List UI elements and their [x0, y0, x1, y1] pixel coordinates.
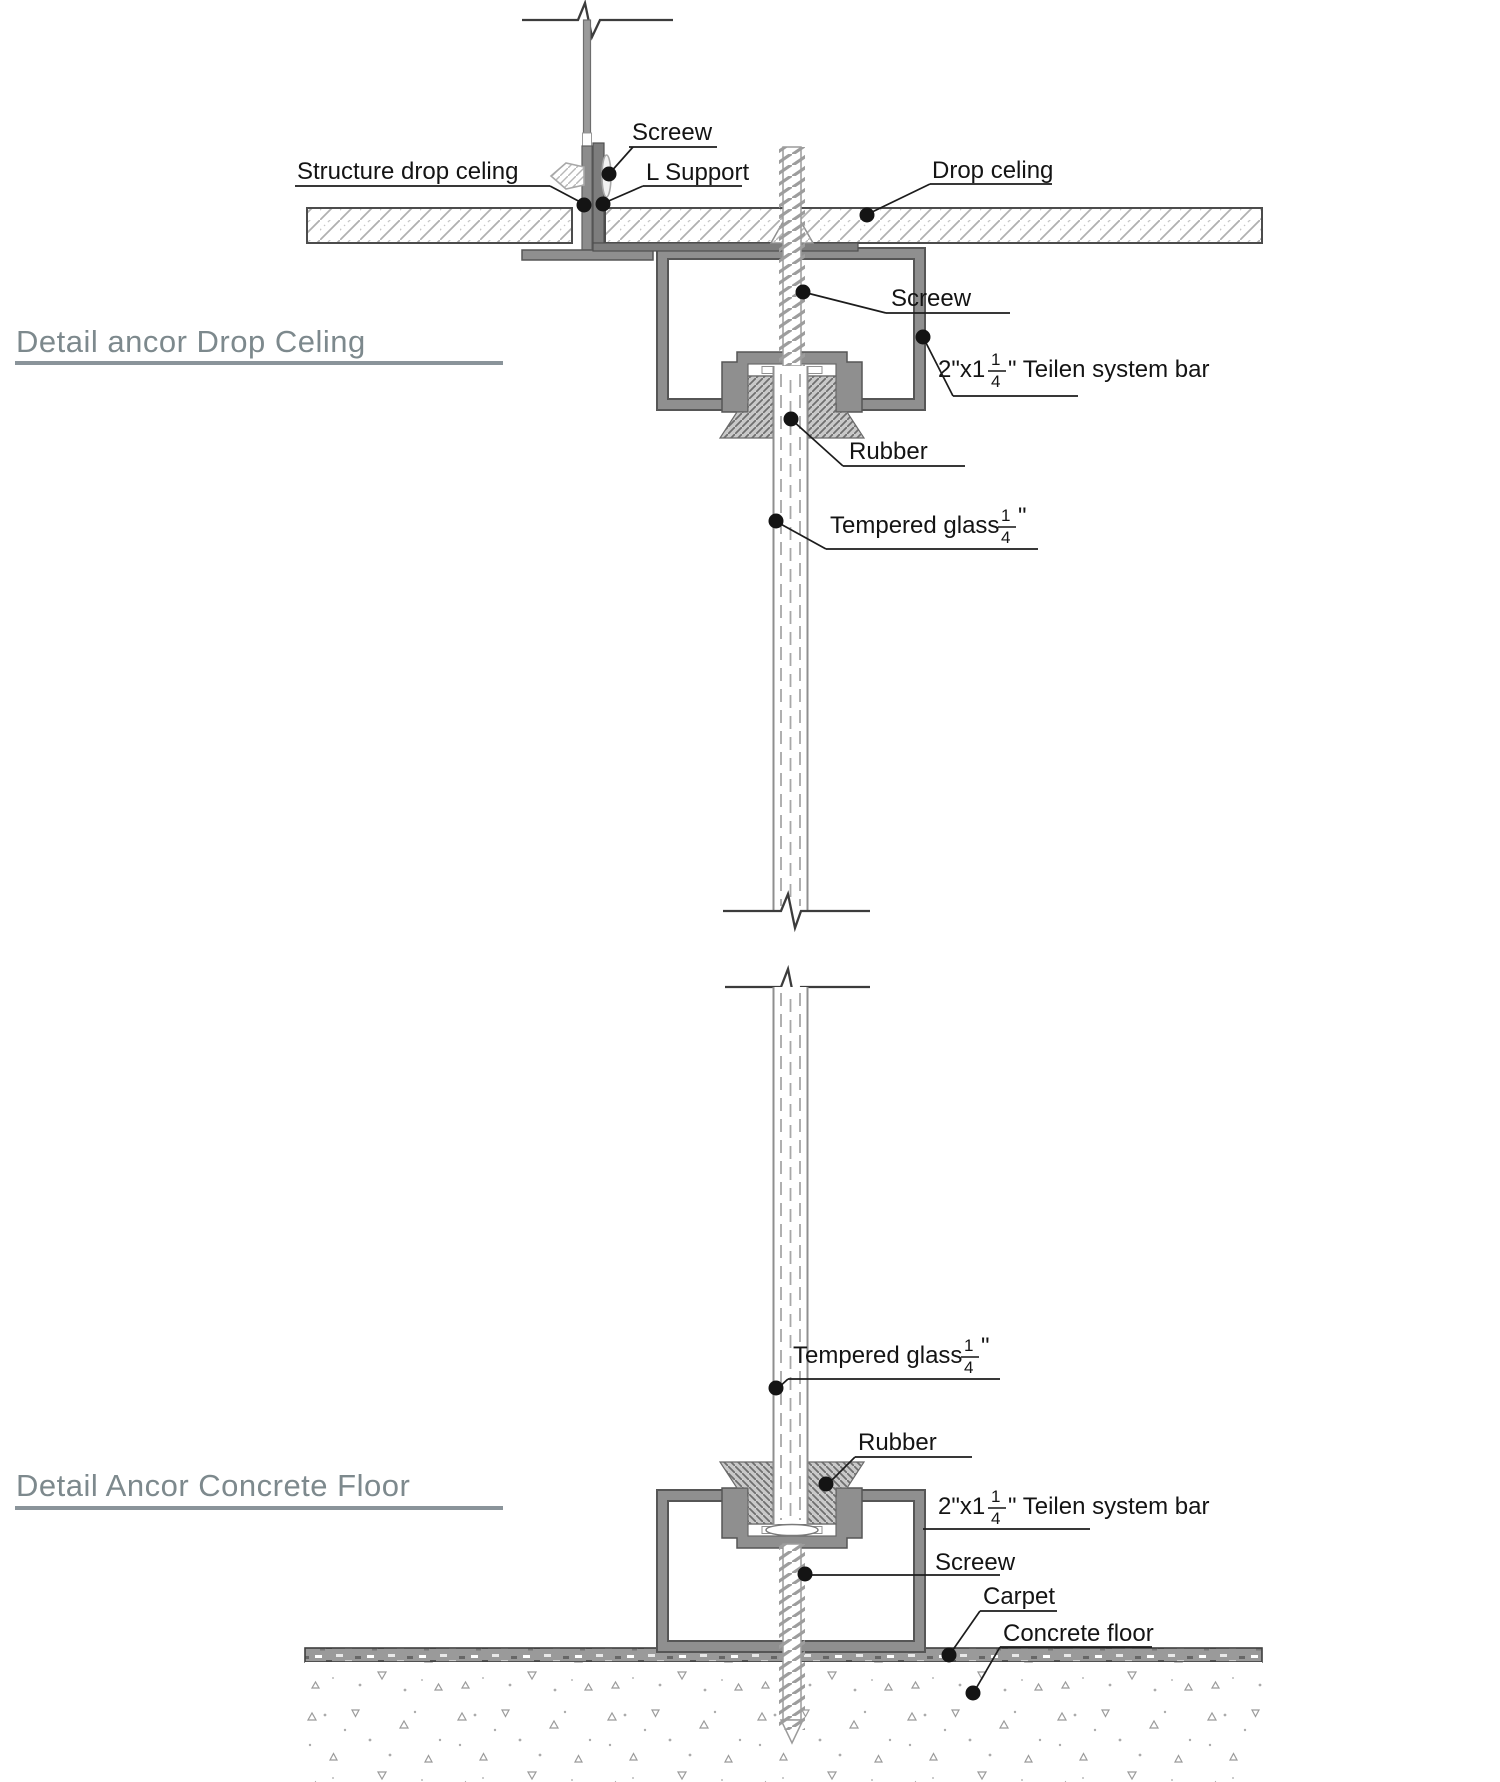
glass-panel-top: [772, 366, 809, 911]
leader-dot: [795, 284, 811, 300]
leader-dot: [818, 1476, 834, 1492]
svg-text:Carpet: Carpet: [983, 1583, 1055, 1610]
svg-text:Screew: Screew: [935, 1549, 1016, 1576]
svg-text:" Teilen system bar: " Teilen system bar: [1008, 1493, 1210, 1520]
svg-text:Rubber: Rubber: [858, 1429, 937, 1456]
glass-panel-bottom: [772, 987, 809, 1524]
break-symbol-glass-bottom: [725, 964, 870, 1009]
svg-text:Structure drop celing: Structure drop celing: [297, 158, 518, 185]
svg-text:1: 1: [991, 1487, 1000, 1506]
drop-ceiling-slab-right: [604, 207, 1263, 244]
screw-threads: [779, 147, 805, 366]
svg-text:": ": [981, 1333, 990, 1360]
side-screw-shank: [549, 162, 585, 190]
label-tempered-glass-top: Tempered glass 1 4 ": [768, 503, 1038, 550]
svg-text:2"x1: 2"x1: [938, 356, 985, 383]
break-symbol-glass-top: [723, 890, 870, 933]
leader-dot: [965, 1685, 981, 1701]
svg-text:": ": [1018, 503, 1027, 530]
svg-text:Drop celing: Drop celing: [932, 157, 1053, 184]
hanger-rod: [582, 19, 592, 134]
svg-text:4: 4: [991, 1509, 1000, 1528]
label-teilen-bar-top: 2"x1 1 4 " Teilen system bar: [915, 329, 1210, 397]
label-teilen-bar-bottom: 2"x1 1 4 " Teilen system bar: [923, 1487, 1210, 1530]
leader-dot: [941, 1647, 957, 1663]
break-symbol-top: [522, 0, 673, 41]
label-rubber-bottom: Rubber: [818, 1429, 972, 1492]
detail-drop-ceiling: Screew Structure drop celing L Support D…: [295, 0, 1263, 933]
svg-text:1: 1: [991, 350, 1000, 369]
label-tempered-glass-bottom: Tempered glass 1 4 ": [768, 1333, 1000, 1396]
leader-dot: [768, 1380, 784, 1396]
leader-dot: [595, 196, 611, 212]
clamp-washer: [765, 1523, 819, 1537]
label-concrete-floor: Concrete floor: [965, 1620, 1154, 1701]
drop-ceiling-slab-left: [306, 207, 573, 244]
label-screw-bar-top: Screew: [795, 284, 1010, 314]
ceiling-screw: [769, 146, 815, 367]
leader-dot: [576, 197, 592, 213]
label-structure-drop-ceiling: Structure drop celing: [295, 158, 592, 213]
l-support-plate: [592, 142, 605, 244]
svg-text:4: 4: [1001, 528, 1010, 547]
l-angle-runner: [592, 242, 859, 252]
label-drop-ceiling: Drop celing: [859, 157, 1053, 223]
leader-dot: [797, 1566, 813, 1582]
svg-text:Screew: Screew: [891, 285, 972, 312]
svg-text:Tempered glass: Tempered glass: [793, 1342, 962, 1369]
svg-text:4: 4: [964, 1358, 973, 1377]
top-detail-title: Detail ancor Drop Celing: [16, 324, 366, 359]
leader-dot: [859, 207, 875, 223]
svg-text:Concrete floor: Concrete floor: [1003, 1620, 1154, 1647]
label-rubber-top: Rubber: [783, 411, 965, 467]
svg-text:1: 1: [964, 1336, 973, 1355]
label-screw-bar-bottom: Screew: [797, 1549, 1016, 1582]
leader-dot: [601, 166, 617, 182]
svg-text:Screew: Screew: [632, 119, 713, 146]
svg-text:1: 1: [1001, 506, 1010, 525]
leader-dot: [915, 329, 931, 345]
label-carpet: Carpet: [941, 1583, 1057, 1663]
leader-dot: [783, 411, 799, 427]
hanger-rod-break: [582, 132, 592, 147]
detail-concrete-floor: Tempered glass 1 4 " Rubber 2"x1 1 4 " T…: [304, 964, 1263, 1782]
svg-text:" Teilen system bar: " Teilen system bar: [1008, 356, 1210, 383]
leader-dot: [768, 513, 784, 529]
label-l-support: L Support: [595, 159, 750, 212]
svg-text:4: 4: [991, 372, 1000, 391]
bottom-detail-title: Detail Ancor Concrete Floor: [16, 1468, 410, 1503]
svg-text:2"x1: 2"x1: [938, 1493, 985, 1520]
t-runner-flange: [521, 249, 654, 261]
svg-text:L Support: L Support: [646, 159, 750, 186]
svg-text:Rubber: Rubber: [849, 438, 928, 465]
label-screw-hanger: Screew: [601, 119, 717, 182]
svg-text:Tempered glass: Tempered glass: [830, 512, 999, 539]
